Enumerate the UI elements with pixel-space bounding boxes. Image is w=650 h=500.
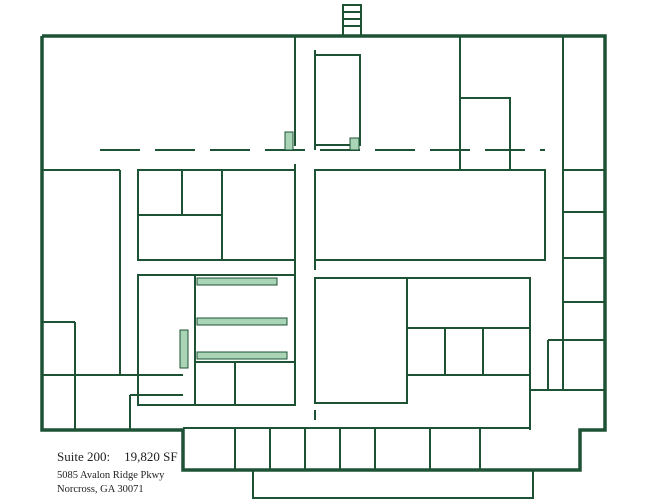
interior-walls — [42, 36, 605, 470]
address-line2: Norcross, GA 30071 — [57, 484, 144, 495]
exterior-walls — [40, 4, 607, 499]
suite-label: Suite 200: — [57, 449, 111, 464]
suite-info: Suite 200: 19,820 SF — [57, 449, 178, 465]
stair — [342, 4, 362, 37]
suite-area: 19,820 SF — [124, 449, 178, 464]
address-line1: 5085 Avalon Ridge Pkwy — [57, 470, 165, 481]
restroom-fixtures — [179, 131, 360, 369]
